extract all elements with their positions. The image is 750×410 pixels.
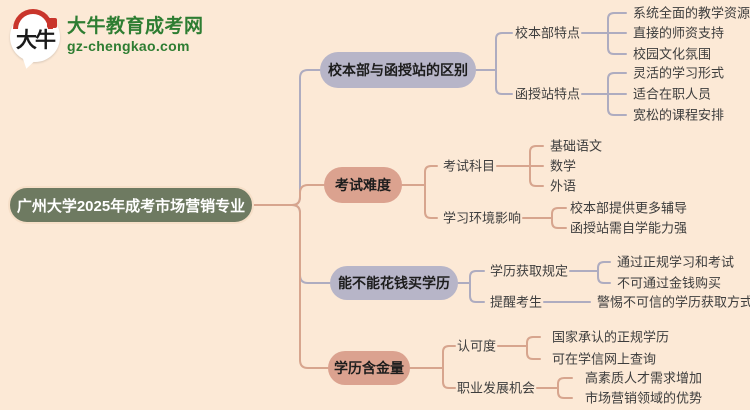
logo-title: 大牛教育成考网 (67, 16, 204, 37)
connector-root-branch2 (253, 184, 325, 206)
connector-degree-rules-leaves (569, 261, 611, 284)
sub-node-career-opportunities: 职业发展机会 (457, 380, 536, 396)
connector-branch3-subs (457, 270, 485, 303)
leaf-label: 宽松的课程安排 (633, 107, 725, 123)
leaf-label: 警惕不可信的学历获取方式 (597, 294, 750, 310)
connector-station-features-leaves (581, 72, 627, 116)
sub-node-campus-features: 校本部特点 (515, 25, 581, 41)
sub-node-degree-rules: 学历获取规定 (490, 263, 569, 279)
leaf-label: 国家承认的正规学历 (552, 329, 670, 345)
connector-recognition-leaves (497, 336, 541, 360)
leaf-label: 高素质人才需求增加 (585, 370, 703, 386)
connector-career-leaves (536, 377, 573, 399)
logo-domain: gz-chengkao.com (67, 37, 190, 54)
logo-bubble-tail (21, 58, 36, 70)
sub-node-remind-candidates: 提醒考生 (490, 294, 543, 310)
site-logo[interactable]: 大牛 大牛教育成考网 gz-chengkao.com (10, 9, 204, 70)
leaf-label: 数学 (550, 158, 577, 174)
leaf-label: 灵活的学习形式 (633, 65, 725, 81)
connector-branch4-subs (409, 345, 456, 389)
leaf-label: 直接的师资支持 (633, 25, 725, 41)
leaf-label: 市场营销领域的优势 (585, 390, 703, 406)
leaf-label: 校本部提供更多辅导 (570, 200, 688, 216)
leaf-label: 校园文化氛围 (633, 46, 712, 62)
connector-campus-features-leaves (581, 12, 627, 55)
sub-node-recognition: 认可度 (457, 338, 497, 354)
sub-node-exam-subjects: 考试科目 (443, 158, 496, 174)
connector-root-branch3 (253, 204, 331, 284)
branch-node-degree-value: 学历含金量 (328, 351, 410, 385)
connector-branch1-subs (475, 32, 513, 95)
leaf-label: 适合在职人员 (633, 86, 712, 102)
leaf-label: 可在学信网上查询 (552, 351, 657, 367)
leaf-label: 通过正规学习和考试 (617, 254, 735, 270)
sub-node-study-environment: 学习环境影响 (443, 210, 522, 226)
root-node: 广州大学2025年成考市场营销专业 (8, 186, 254, 224)
logo-text-block: 大牛教育成考网 gz-chengkao.com (67, 12, 204, 55)
connector-root-branch4 (253, 204, 329, 369)
leaf-label: 不可通过金钱购买 (617, 275, 722, 291)
branch-node-campus-vs-station: 校本部与函授站的区别 (320, 52, 476, 88)
logo-red-seal (47, 18, 57, 28)
connector-branch2-subs (401, 165, 438, 219)
leaf-label: 基础语文 (550, 138, 603, 154)
branch-node-exam-difficulty: 考试难度 (324, 167, 402, 203)
connector-exam-subjects-leaves (496, 145, 544, 187)
leaf-label: 外语 (550, 178, 577, 194)
branch-node-buy-degree: 能不能花钱买学历 (330, 266, 458, 300)
logo-bubble-icon: 大牛 (10, 9, 60, 70)
connector-study-env-leaves (522, 207, 567, 229)
leaf-label: 函授站需自学能力强 (570, 220, 688, 236)
sub-node-station-features: 函授站特点 (515, 86, 581, 102)
logo-icon-text: 大牛 (16, 27, 56, 52)
leaf-label: 系统全面的教学资源 (633, 5, 750, 21)
